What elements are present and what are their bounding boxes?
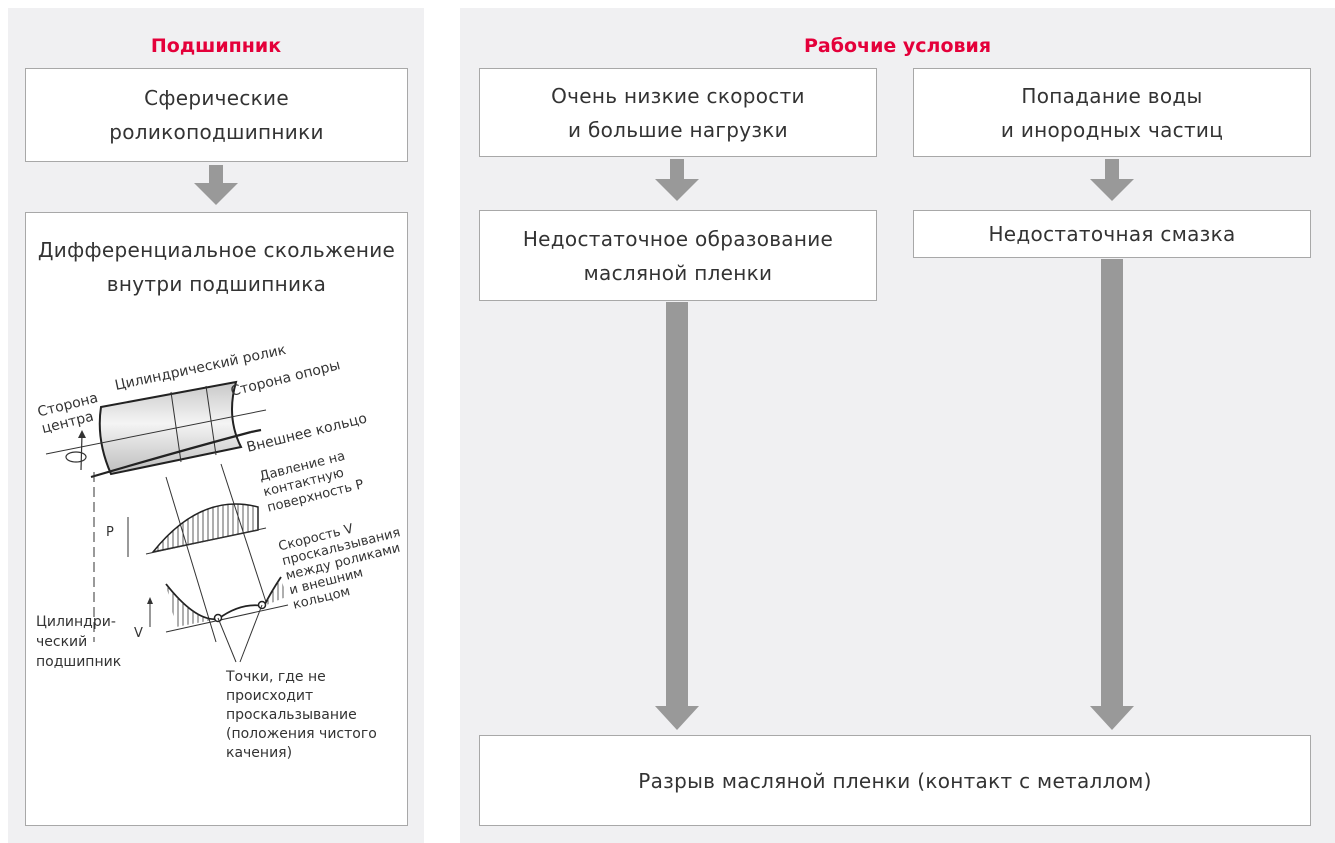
oil-film-rupture-box: Разрыв масляной пленки (контакт с металл…: [479, 735, 1311, 826]
v-label: V: [134, 626, 143, 641]
rotation-arrow-icon: [65, 430, 87, 471]
operating-conditions-title: Рабочие условия: [803, 35, 992, 57]
oil-film-rupture-text: Разрыв масляной пленки (контакт с металл…: [638, 768, 1152, 793]
insufficient-oil-film-box: Недостаточное образование масляной пленк…: [479, 210, 877, 301]
bearing-panel-title: Подшипник: [150, 35, 282, 57]
spherical-roller-bearings-text: Сферические роликоподшипники: [109, 86, 324, 144]
outer-ring-curve: [90, 430, 252, 479]
water-ingress-box: Попадание воды и инородных частиц: [913, 68, 1311, 157]
low-speed-high-load-box: Очень низкие скорости и большие нагрузки: [479, 68, 877, 157]
arrow-down-icon: [655, 159, 699, 201]
contact-pressure-curve: [145, 503, 267, 555]
insufficient-oil-film-text: Недостаточное образование масляной пленк…: [522, 226, 834, 285]
differential-sliding-text: Дифференциальное скольжение внутри подши…: [37, 238, 396, 296]
long-arrow-down-icon: [655, 302, 699, 730]
slip-speed-curve: [165, 576, 289, 633]
cylindrical-roller-shape: [45, 380, 267, 476]
insufficient-lubrication-box: Недостаточная смазка: [913, 210, 1311, 258]
no-slip-label: Точки, где не происходит проскальзывание…: [226, 669, 377, 761]
cylindrical-bearing-label: Цилиндри- ческий подшипник: [36, 614, 122, 670]
arrow-down-icon: [194, 165, 238, 205]
long-arrow-down-icon: [1090, 259, 1134, 730]
spherical-roller-bearings-box: Сферические роликоподшипники: [25, 68, 408, 162]
low-speed-high-load-text: Очень низкие скорости и большие нагрузки: [551, 83, 805, 142]
insufficient-lubrication-text: Недостаточная смазка: [988, 222, 1236, 246]
bearing-diagram: Цилиндрический ролик Сторона опоры Внешн…: [45, 342, 369, 663]
p-label: P: [106, 525, 114, 540]
arrow-down-icon: [1090, 159, 1134, 201]
water-ingress-text: Попадание воды и инородных частиц: [1000, 83, 1224, 142]
